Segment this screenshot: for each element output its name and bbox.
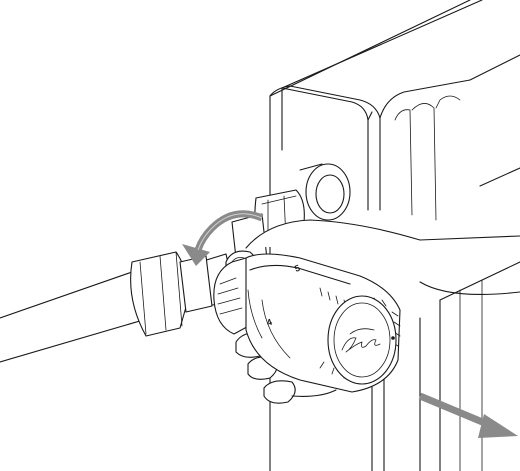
danfoss-logo bbox=[341, 328, 381, 353]
radiator bbox=[269, 0, 520, 471]
dial-number-5: 5 bbox=[293, 263, 301, 274]
rotate-arrow-icon bbox=[182, 210, 264, 266]
thermostat-head: 4 5 bbox=[213, 253, 401, 393]
pipe bbox=[0, 251, 213, 363]
pull-out-arrow-icon bbox=[418, 392, 518, 438]
setting-index-dot bbox=[391, 336, 395, 340]
dial-number-4: 4 bbox=[265, 317, 273, 328]
